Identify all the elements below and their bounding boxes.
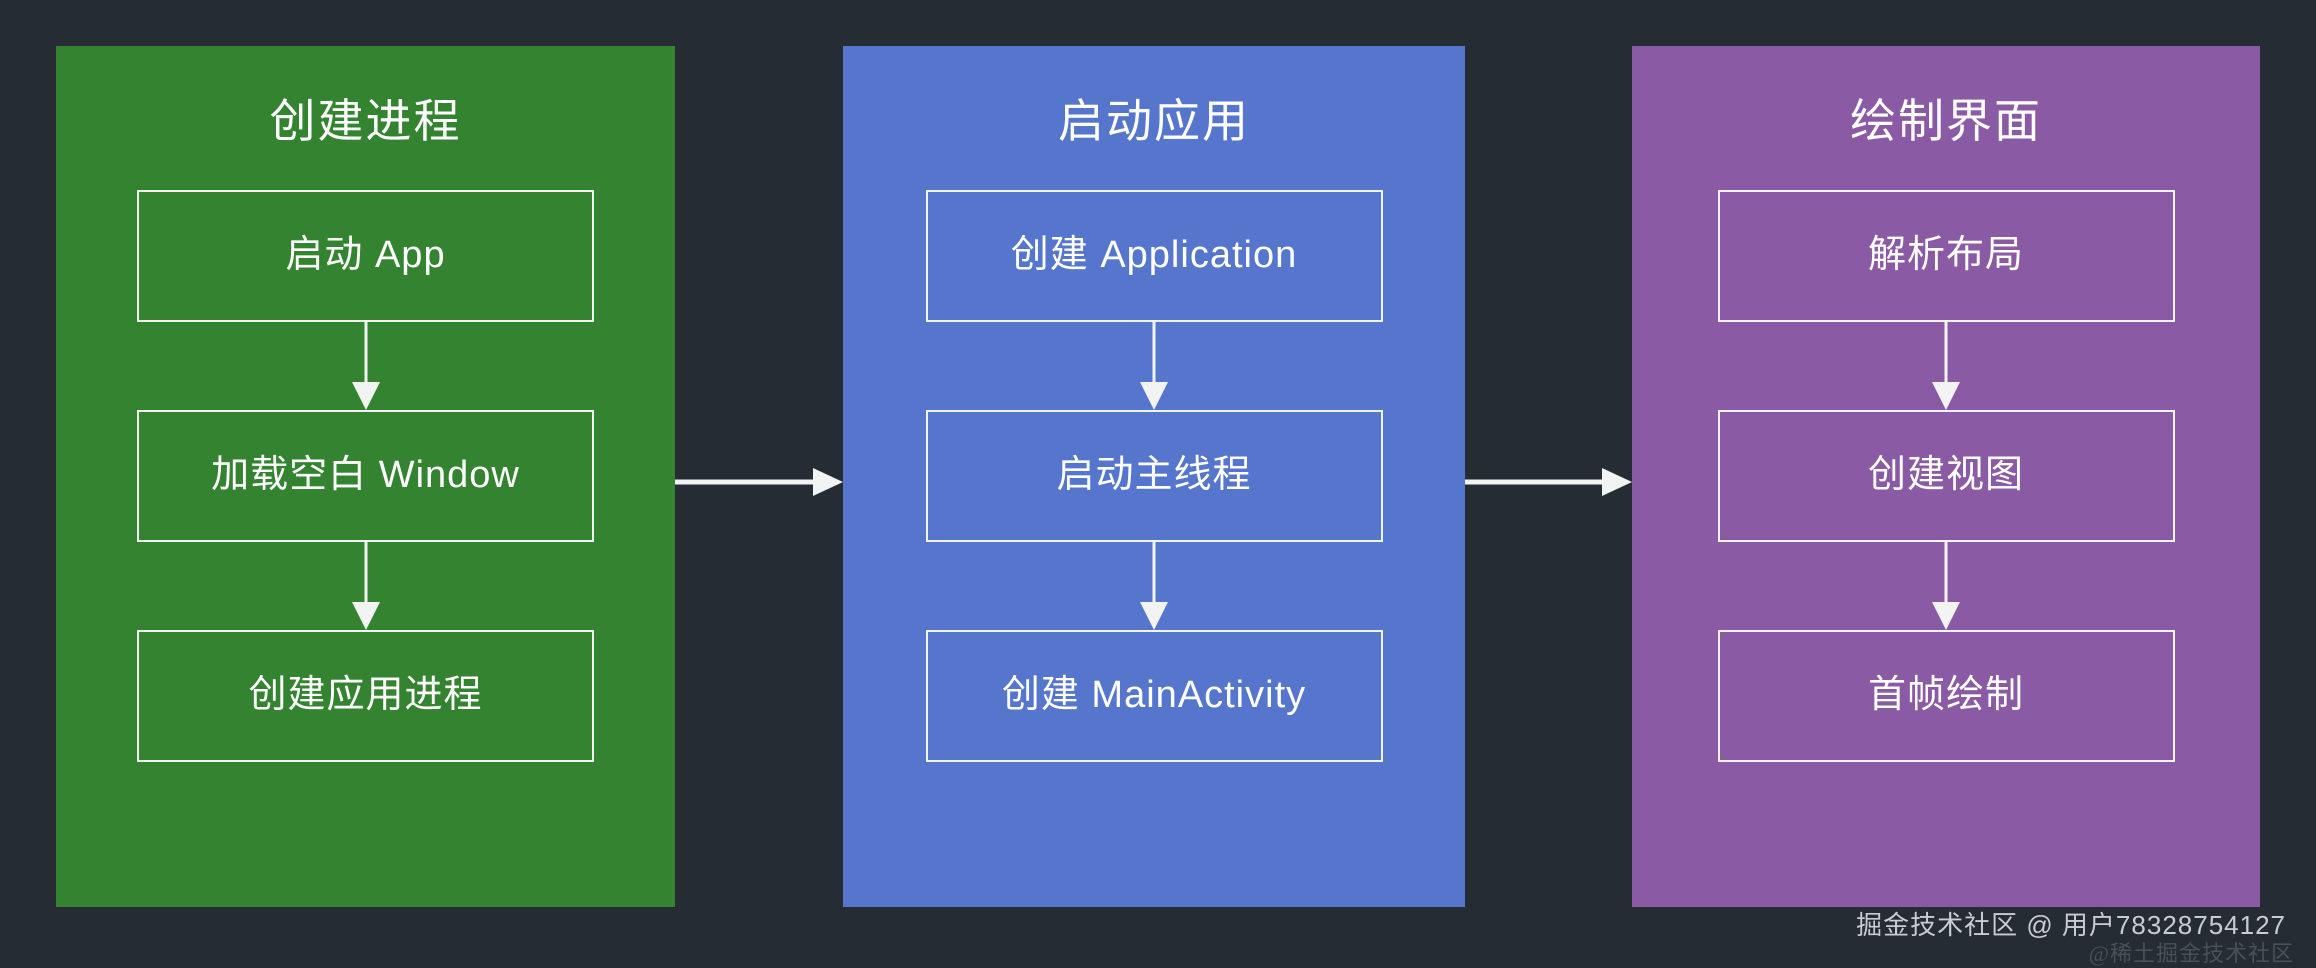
stage-flow: 解析布局 创建视图 首帧绘制 [1717,190,2175,762]
arrow-down-icon [1137,322,1171,410]
arrow-stem [364,322,367,388]
arrow-right-icon [675,468,843,496]
arrow-head [1602,468,1632,496]
arrow-stem [675,479,815,485]
flow-node: 解析布局 [1717,190,2175,322]
stage-draw-ui: 绘制界面 解析布局 创建视图 首帧绘制 [1632,46,2260,907]
arrow-head [1140,602,1168,630]
flow-node: 启动 App [137,190,594,322]
arrow-head [813,468,843,496]
stage-title: 创建进程 [269,95,462,147]
flow-node: 创建 Application [925,190,1383,322]
stage-flow: 创建 Application 启动主线程 创建 MainActivity [925,190,1383,762]
flow-node: 首帧绘制 [1717,630,2175,762]
arrow-stem [1152,542,1156,608]
arrow-head [1932,382,1960,410]
stage-launch-app: 启动应用 创建 Application 启动主线程 创建 MainActivit… [843,46,1465,907]
watermark-secondary: @稀土掘金技术社区 [2088,941,2294,966]
stage-create-process: 创建进程 启动 App 加载空白 Window 创建应用进程 [56,46,675,907]
stage-title: 启动应用 [1058,95,1250,147]
stage-flow: 启动 App 加载空白 Window 创建应用进程 [137,190,594,762]
arrow-down-icon [1929,542,1963,630]
arrow-right-icon [1465,468,1632,496]
arrow-head [351,602,380,630]
arrow-stem [1944,542,1948,608]
watermark-primary: 掘金技术社区 @ 用户78328754127 [1856,910,2286,940]
arrow-down-icon [1929,322,1963,410]
arrow-head [1140,382,1168,410]
arrow-stem [364,542,367,608]
arrow-stem [1465,479,1604,485]
arrow-down-icon [349,542,383,630]
flow-node: 加载空白 Window [137,410,594,542]
arrow-down-icon [1137,542,1171,630]
flow-node: 创建 MainActivity [925,630,1383,762]
arrow-head [351,382,380,410]
arrow-stem [1944,322,1948,388]
arrow-down-icon [349,322,383,410]
arrow-head [1932,602,1960,630]
stage-title: 绘制界面 [1850,95,2042,147]
flow-node: 创建视图 [1717,410,2175,542]
arrow-stem [1152,322,1156,388]
flow-node: 启动主线程 [925,410,1383,542]
flow-node: 创建应用进程 [137,630,594,762]
